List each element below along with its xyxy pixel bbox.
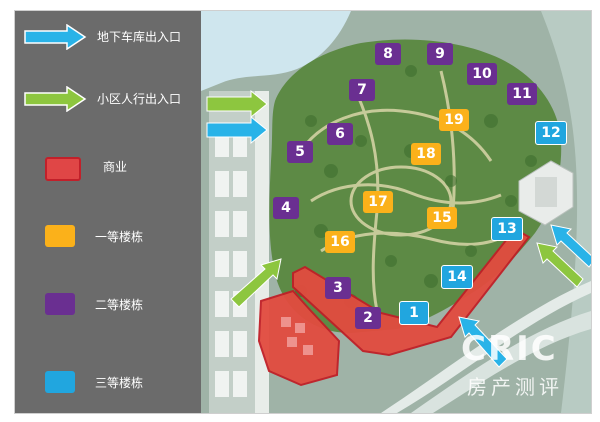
garage-entrance-arrow-southeast [550,224,591,268]
lake [201,11,351,91]
legend-label-third-class: 三等楼栋 [95,376,144,390]
legend-item-third-class: 三等楼栋 [15,363,201,403]
ne-complex [518,160,574,226]
pedestrian-entrance-arrow-west [206,89,268,119]
commercial-block-buildings [281,317,313,355]
cric-subtitle: 房产测评 [467,375,563,399]
legend-panel: 地下车库出入口 小区人行出入口 商业 一等楼栋 二等楼栋 三等楼栋 [15,11,201,413]
garage-entrance-arrow-south [458,316,508,368]
green-arrow-icon [24,86,87,112]
building-10-marker: 10 [467,63,497,85]
building-4-marker: 4 [273,197,299,219]
legend-label-second-class: 二等楼栋 [95,298,144,312]
building-11-marker: 11 [507,83,537,105]
building-14-marker: 14 [441,265,473,289]
building-19-marker: 19 [439,109,469,131]
commercial-swatch [45,157,81,181]
legend-label-first-class: 一等楼栋 [95,230,144,244]
legend-item-first-class: 一等楼栋 [15,217,201,257]
legend-item-second-class: 二等楼栋 [15,285,201,325]
building-12-marker: 12 [535,121,567,145]
map-figure: 地下车库出入口 小区人行出入口 商业 一等楼栋 二等楼栋 三等楼栋 [14,10,592,414]
legend-label-commercial: 商业 [103,160,128,174]
building-18-marker: 18 [411,143,441,165]
building-5-marker: 5 [287,141,313,163]
east-area [541,11,591,413]
building-9-marker: 9 [427,43,453,65]
building-3-marker: 3 [325,277,351,299]
legend-label-garage: 地下车库出入口 [97,30,182,44]
pedestrian-entrance-arrow-southwest [230,258,282,308]
building-15-marker: 15 [427,207,457,229]
pedestrian-entrance-arrow-southeast [536,242,584,288]
blue-arrow-icon [24,24,87,50]
building-7-marker: 7 [349,79,375,101]
park-area [269,39,562,334]
building-17-marker: 17 [363,191,393,213]
building-6-marker: 6 [327,123,353,145]
legend-item-garage-entrance: 地下车库出入口 [15,17,201,57]
site-plan-map: 8 9 10 11 7 6 5 4 3 2 19 18 17 16 15 12 … [201,11,591,413]
cric-watermark: CRIC 房产测评 [461,329,591,409]
legend-label-pedestrian: 小区人行出入口 [97,92,182,106]
first-class-swatch [45,225,75,247]
commercial-strip [292,227,531,357]
building-8-marker: 8 [375,43,401,65]
commercial-block [257,289,341,387]
site-plan-drawing [201,11,591,413]
second-class-swatch [45,293,75,315]
garage-entrance-arrow-west [206,115,268,145]
cric-logo: CRIC [461,329,558,369]
third-class-swatch [45,371,75,393]
building-13-marker: 13 [491,217,523,241]
legend-item-pedestrian-entrance: 小区人行出入口 [15,79,201,119]
building-1-marker: 1 [399,301,429,325]
building-16-marker: 16 [325,231,355,253]
legend-item-commercial: 商业 [15,149,201,189]
building-2-marker: 2 [355,307,381,329]
